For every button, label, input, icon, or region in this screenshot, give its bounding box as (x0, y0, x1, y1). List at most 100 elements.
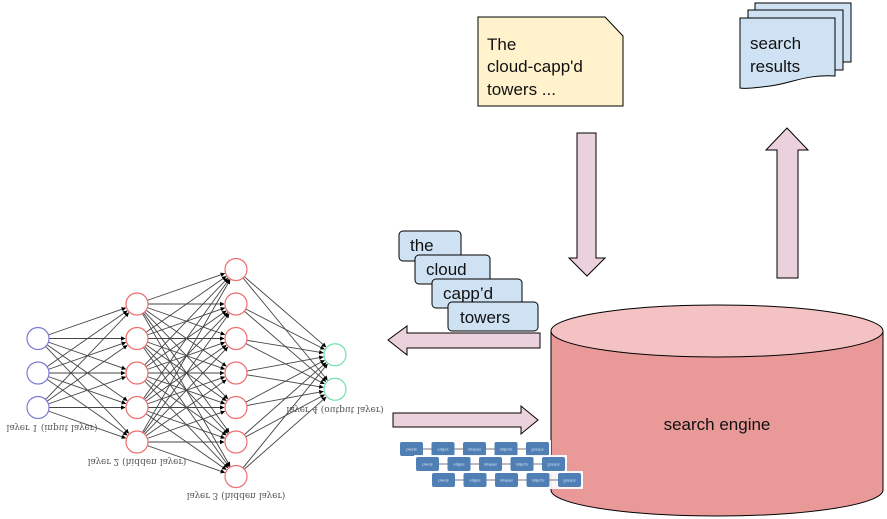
network-edge (244, 276, 327, 348)
network-edges (45, 272, 328, 474)
network-edge (246, 355, 324, 372)
network-node (224, 326, 248, 351)
chain-box-edges (447, 457, 471, 471)
chain-box-label: pixels (406, 447, 416, 452)
network-node (125, 292, 149, 316)
network-edge (246, 339, 324, 355)
chain-box-label: objects (532, 478, 545, 483)
chain-box-groups (542, 457, 565, 471)
network-node (224, 395, 248, 420)
token-label: towers (460, 308, 510, 327)
network-to-engine-arrow (392, 404, 539, 436)
network-edge (45, 312, 130, 400)
network-node (224, 292, 248, 316)
network-edge (46, 310, 128, 368)
search-results-line-1: search (750, 34, 801, 53)
layer-label: layer 1 (input layer) (6, 422, 97, 433)
network-labels: layer 1 (input layer) layer 2 (hidden lay… (6, 404, 383, 501)
feature-chains: pixels edges shapes objects groups pixels edge… (398, 440, 583, 489)
feature-chain-row: pixels edges shapes objects groups (414, 455, 567, 473)
token-label: the (410, 236, 434, 255)
network-edge (48, 376, 127, 405)
document-line-1: The (487, 35, 516, 54)
chain-box-label: groups (547, 462, 559, 467)
network-edge (48, 307, 127, 336)
network-edge (143, 278, 230, 399)
chain-box-label: edges (438, 447, 449, 452)
chain-box-groups (558, 473, 581, 487)
chain-box-label: edges (470, 478, 481, 483)
chain-box-pixels (432, 473, 455, 487)
network-node (125, 361, 149, 385)
chain-box-objects (510, 457, 534, 471)
network-node (224, 257, 248, 282)
network-node (26, 361, 50, 385)
network-node (323, 377, 347, 401)
chain-box-label: shapes (468, 447, 481, 452)
network-node (224, 464, 248, 489)
network-edge (245, 359, 325, 403)
chain-box-shapes (463, 442, 486, 456)
engine-to-results-arrow (764, 127, 810, 279)
chain-box-groups (526, 442, 549, 456)
chain-box-shapes (495, 473, 518, 487)
network-edge (142, 279, 231, 433)
network-node (125, 395, 149, 420)
layer-label: layer 3 (hidden layer) (187, 490, 286, 501)
document-to-engine-arrow (567, 132, 607, 277)
token-towers[interactable]: towers (447, 301, 539, 332)
chain-box-pixels (400, 442, 423, 456)
chain-box-edges (463, 473, 487, 487)
network-edge (242, 363, 328, 469)
chain-box-label: pixels (422, 462, 432, 467)
network-node (26, 326, 50, 351)
network-edge (147, 272, 226, 301)
network-node (224, 430, 248, 454)
network-edge (147, 445, 226, 474)
token-label: cloud (426, 260, 467, 279)
token-cloud[interactable]: cloud (414, 254, 491, 285)
layer-label: layer 4 (output layer) (286, 404, 383, 415)
search-engine-cylinder[interactable]: search engine (550, 304, 884, 517)
multi-document-icon (739, 2, 852, 89)
search-engine-label: search engine (664, 415, 771, 434)
chain-box-label: groups (563, 478, 575, 483)
feature-chain-row: pixels edges shapes objects groups (430, 471, 583, 489)
network-edge (145, 275, 227, 333)
network-node (26, 395, 50, 420)
document-line-3: towers ... (487, 80, 556, 99)
chain-box-objects (494, 442, 518, 456)
chain-box-label: shapes (500, 478, 513, 483)
chain-box-edges (431, 442, 455, 456)
network-edge (147, 410, 226, 439)
network-node (125, 326, 149, 351)
network-edge (145, 379, 227, 437)
search-results-shape[interactable]: search results (739, 2, 852, 89)
token-cappd[interactable]: capp’d (431, 278, 523, 309)
network-edge (243, 362, 327, 436)
chain-box-objects (526, 473, 550, 487)
search-results-line-2: results (750, 57, 800, 76)
chain-box-label: objects (516, 462, 529, 467)
network-nodes (26, 257, 347, 489)
layer-label: layer 2 (hidden layer) (88, 456, 187, 467)
network-node (125, 430, 149, 454)
network-edge (243, 396, 327, 470)
chain-box-label: shapes (484, 462, 497, 467)
network-edge (46, 344, 128, 402)
token-label: capp’d (443, 284, 493, 303)
network-edge (144, 346, 229, 435)
network-edge (245, 308, 325, 350)
chain-box-label: groups (531, 447, 543, 452)
network-edge (48, 410, 127, 439)
document-shape[interactable]: The cloud-capp'd towers ... (477, 16, 624, 107)
chain-box-label: edges (454, 462, 465, 467)
neural-network: layer 1 (input layer) layer 2 (hidden lay… (6, 257, 384, 501)
database-cylinder-icon (550, 304, 884, 517)
chain-box-shapes (479, 457, 502, 471)
chain-box-pixels (416, 457, 439, 471)
chain-box-label: pixels (438, 478, 448, 483)
network-node (224, 361, 248, 385)
